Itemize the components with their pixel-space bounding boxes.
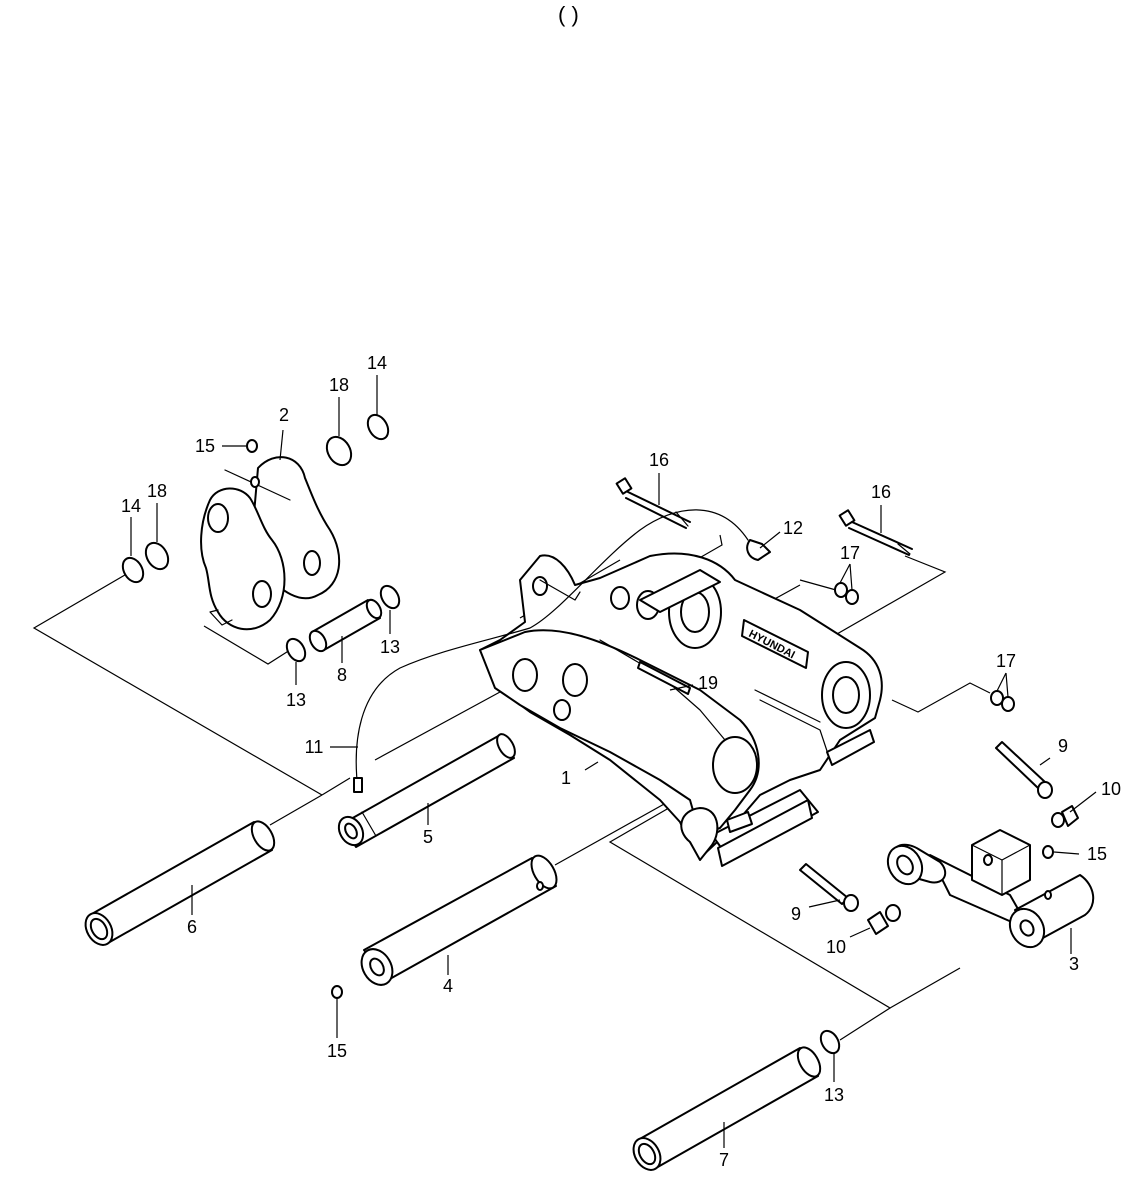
label-plate-part-19 <box>637 661 691 695</box>
pipe-part-9a <box>995 741 1053 799</box>
callout-c18b: 18 <box>329 375 349 395</box>
pin-part-6 <box>84 820 276 946</box>
snap-ring-part-13b <box>379 584 401 610</box>
snap-ring-part-14b <box>366 413 390 441</box>
grease-nipple-part-15b <box>1042 845 1054 859</box>
callout-c11: 11 <box>305 737 324 757</box>
o-ring-part-18a <box>144 541 170 571</box>
elbow-part-10b <box>867 904 901 935</box>
callout-c5: 5 <box>423 827 433 847</box>
snap-ring-part-13a <box>285 637 307 663</box>
lanyard-end <box>353 777 363 793</box>
pipe-part-9b <box>799 863 859 912</box>
callout-c10b: 10 <box>826 937 846 957</box>
cylinder-part-3 <box>886 829 1095 949</box>
callout-c6: 6 <box>187 917 197 937</box>
pin-part-4 <box>360 854 558 986</box>
callout-c19: 19 <box>698 673 718 693</box>
callout-c7: 7 <box>719 1150 729 1170</box>
bolt-part-16a <box>615 477 691 529</box>
callout-c12: 12 <box>783 518 803 538</box>
pin-part-7 <box>632 1046 822 1171</box>
callout-c18a: 18 <box>147 481 167 501</box>
lanyard-part-11 <box>355 509 749 791</box>
snap-ring-part-14a <box>121 556 145 584</box>
callout-c2: 2 <box>279 405 289 425</box>
elbow-part-10a <box>1051 805 1079 828</box>
callout-c17a: 17 <box>840 543 860 563</box>
callout-c17b: 17 <box>996 651 1016 671</box>
callout-c14b: 14 <box>367 353 387 373</box>
callout-labels: 1234567899101011121313131414151515161617… <box>121 353 1121 1170</box>
callout-c8: 8 <box>337 665 347 685</box>
callout-c13b: 13 <box>380 637 400 657</box>
callout-c13c: 13 <box>824 1085 844 1105</box>
o-ring-part-18b <box>325 435 353 467</box>
pin-part-8 <box>308 598 383 653</box>
brand-plate <box>741 619 809 669</box>
pin-part-5 <box>337 733 516 848</box>
assembly-guide-lines <box>32 534 991 1041</box>
callout-c15c: 15 <box>327 1041 347 1061</box>
snap-ring-part-13c <box>819 1029 841 1055</box>
callout-c15b: 15 <box>1087 844 1107 864</box>
nut-part-17a <box>834 582 859 605</box>
coupler-frame-part-1: HYUNDAI <box>479 552 883 867</box>
callout-c10a: 10 <box>1101 779 1121 799</box>
callout-c16b: 16 <box>871 482 891 502</box>
link-bracket-part-2 <box>200 456 341 631</box>
callout-c3: 3 <box>1069 954 1079 974</box>
callout-c9b: 9 <box>791 904 801 924</box>
callout-c15a: 15 <box>195 436 215 456</box>
header-fragment: ( ) <box>558 2 579 27</box>
callout-leaders <box>130 375 1097 1148</box>
callout-c13a: 13 <box>286 690 306 710</box>
callout-c4: 4 <box>443 976 453 996</box>
clip-part-12 <box>746 539 771 561</box>
callout-c1: 1 <box>561 768 571 788</box>
callout-c16a: 16 <box>649 450 669 470</box>
callout-c9a: 9 <box>1058 736 1068 756</box>
callout-c14a: 14 <box>121 496 141 516</box>
grease-nipple-part-15c <box>331 985 343 999</box>
nut-part-17b <box>990 690 1015 712</box>
bolt-part-16b <box>838 509 913 556</box>
grease-nipple-part-15a <box>246 439 258 453</box>
